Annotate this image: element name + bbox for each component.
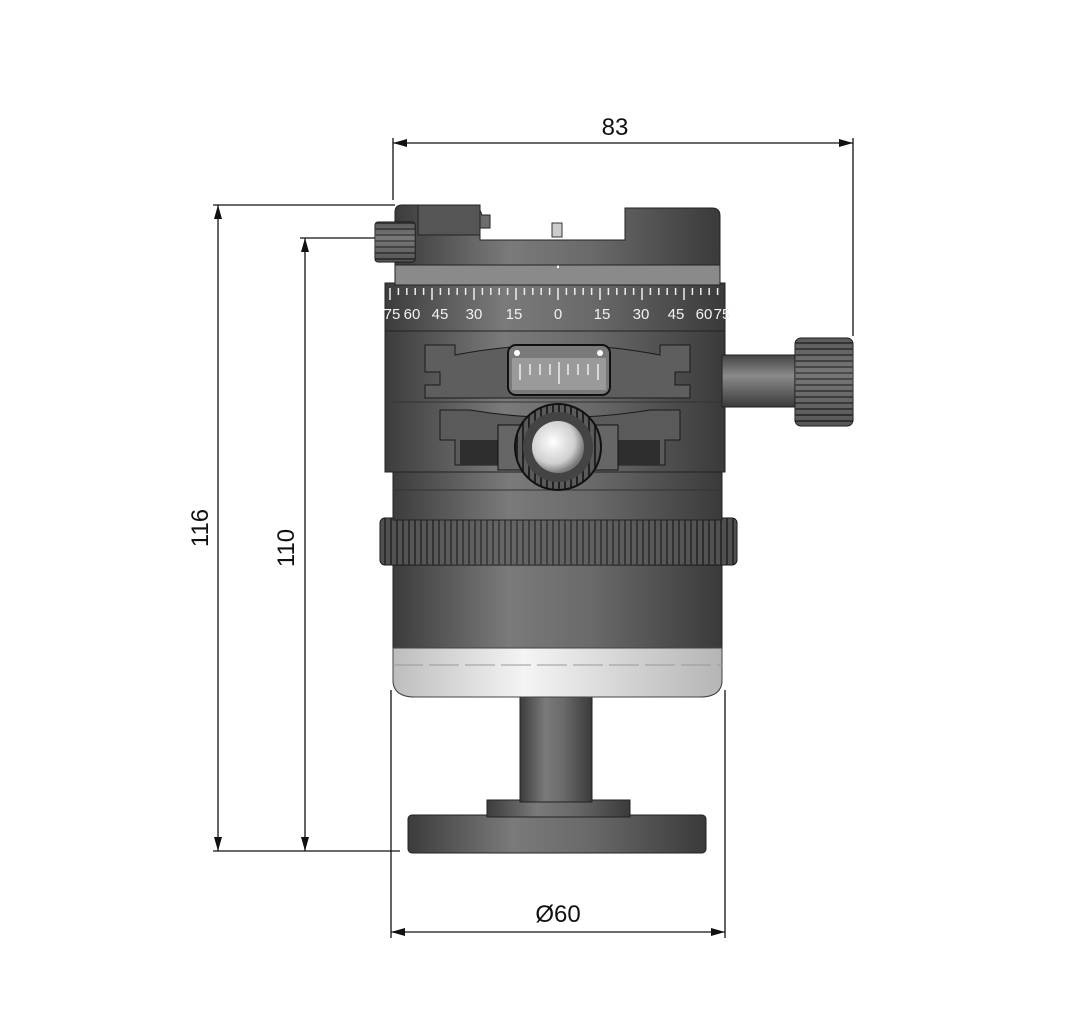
lower-body <box>392 564 723 698</box>
scale-label: 30 <box>466 306 483 323</box>
scale-label: 75 <box>384 306 401 323</box>
scale-label: 60 <box>404 306 421 323</box>
scale-label: 30 <box>633 306 650 323</box>
dimension-body-height-label: 110 <box>273 529 300 567</box>
dimension-body-height: 110 <box>273 237 390 851</box>
dimension-base-diameter: Ø60 <box>390 690 726 938</box>
center-lock-knob <box>497 403 619 491</box>
scale-label: 45 <box>668 306 685 323</box>
dimension-width-label: 83 <box>602 114 629 141</box>
scale-label: 15 <box>506 306 523 323</box>
scale-label: 0 <box>554 306 562 323</box>
top-clamp <box>394 204 721 286</box>
scale-label: 45 <box>432 306 449 323</box>
scale-label: 15 <box>594 306 611 323</box>
dimension-base-diameter-label: Ø60 <box>535 901 580 928</box>
scale-label: 75 <box>714 306 731 323</box>
dimension-total-height: 116 <box>187 204 400 852</box>
mid-body <box>384 329 726 521</box>
clamp-screw-knob <box>374 221 416 263</box>
level-window <box>507 344 611 396</box>
dimension-total-height-label: 116 <box>187 509 214 547</box>
dimension-width: 83 <box>392 114 854 336</box>
side-clamp-knob <box>721 337 854 427</box>
scale-label: 60 <box>696 306 713 323</box>
base-plate <box>407 694 707 854</box>
